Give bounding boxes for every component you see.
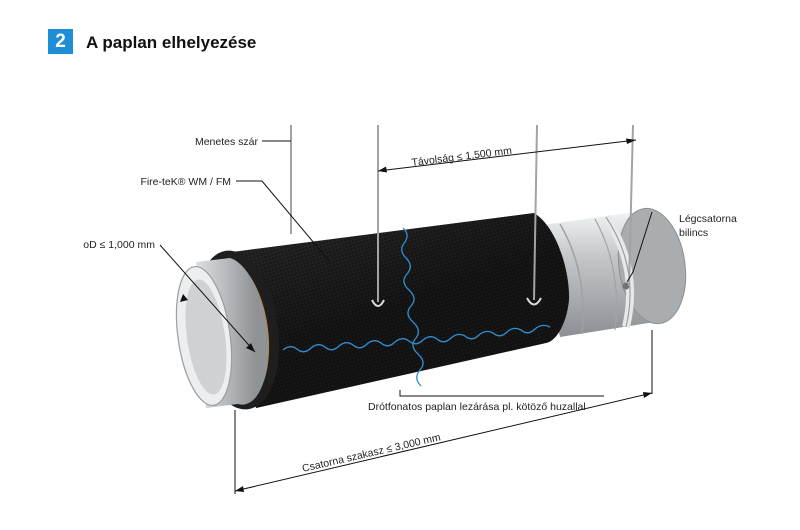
leader-lines [159, 139, 653, 494]
duct-clamp [602, 214, 635, 328]
label-diameter: oD ≤ 1,000 mm [83, 239, 155, 251]
label-clamp-line2: bilincs [679, 227, 708, 239]
metal-duct [535, 207, 687, 337]
wire-stitching [282, 227, 551, 387]
page-title: A paplan elhelyezése [86, 33, 257, 52]
rod-loops [371, 297, 542, 307]
step-badge: 2 [48, 29, 73, 54]
label-threaded-rod: Menetes szár [195, 136, 259, 148]
label-section-length: Csatorna szakasz ≤ 3,000 mm [301, 431, 442, 475]
header: 2 A paplan elhelyezése [0, 0, 800, 70]
dimension-arrows [180, 138, 652, 492]
label-spacing: Távolság ≤ 1,500 mm [411, 145, 513, 169]
label-clamp-line1: Légcsatorna [679, 213, 737, 225]
label-product: Fire-teK® WM / FM [140, 176, 231, 188]
label-wire-closure: Drótfonatos paplan lezárása pl. kötöző h… [368, 401, 586, 413]
